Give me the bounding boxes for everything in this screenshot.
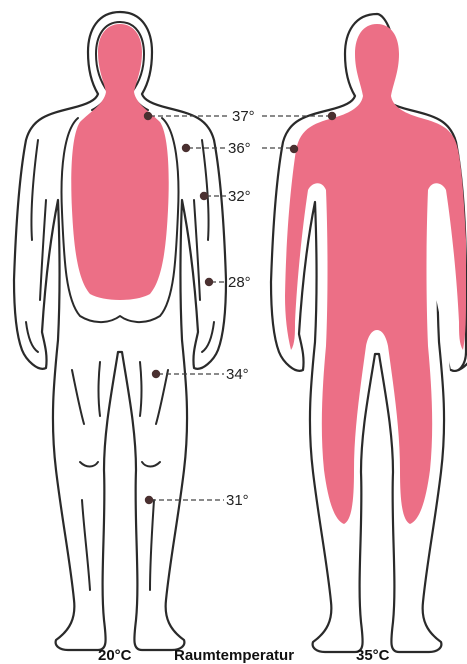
caption-title: Raumtemperatur: [174, 647, 294, 664]
measurement-dot-37: [144, 112, 152, 120]
measurement-label-31: 31°: [226, 492, 249, 509]
caption-left-temp: 20°C: [98, 647, 132, 664]
right-dot-37: [328, 112, 336, 120]
measurement-label-28: 28°: [228, 274, 251, 291]
measurement-dot-32: [200, 192, 208, 200]
measurement-label-32: 32°: [228, 188, 251, 205]
measurement-dot-28: [205, 278, 213, 286]
left-core-region: [71, 24, 168, 300]
measurement-label-36: 36°: [228, 140, 251, 157]
right-dot-36: [290, 145, 298, 153]
measurement-label-37: 37°: [232, 108, 255, 125]
right-body-figure: [271, 14, 467, 652]
measurement-dot-36: [182, 144, 190, 152]
left-body-figure: [14, 12, 226, 650]
measurement-dot-31: [145, 496, 153, 504]
caption-right-temp: 35°C: [356, 647, 390, 664]
measurement-dot-34: [152, 370, 160, 378]
measurement-label-34: 34°: [226, 366, 249, 383]
